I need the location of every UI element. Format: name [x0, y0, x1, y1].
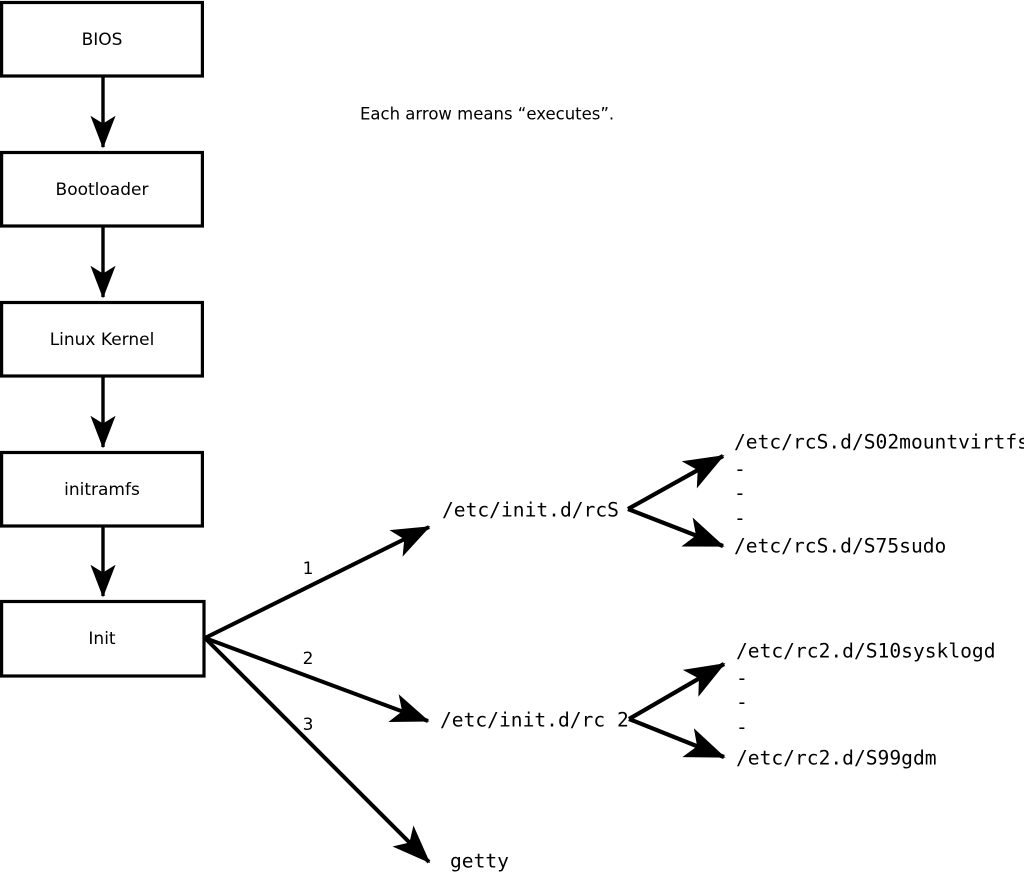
branch-target-labels: /etc/init.d/rcS /etc/init.d/rc 2 getty — [440, 499, 629, 873]
arrow-init-to-getty — [203, 636, 431, 864]
rc2-ellipsis-dash-1: - — [736, 667, 748, 690]
node-initramfs[interactable]: initramfs — [0, 450, 205, 528]
label-rcs-first-script[interactable]: /etc/rcS.d/S02mountvirtfs — [734, 431, 1024, 454]
node-kernel-label: Linux Kernel — [50, 330, 155, 350]
arrow-init-to-rcs — [204, 525, 431, 640]
node-init-rect[interactable] — [0, 599, 206, 678]
node-initramfs-label: initramfs — [64, 480, 140, 500]
arrow-init-to-rc2 — [204, 636, 430, 723]
edge-label-2: 2 — [303, 649, 314, 669]
boot-chain-group: BIOS Bootloader Linux Kernel initramfs I… — [0, 0, 206, 678]
diagram-caption: Each arrow means “executes”. — [360, 105, 614, 124]
rc2-ellipsis-dash-2: - — [736, 691, 748, 714]
label-rcs-target[interactable]: /etc/init.d/rcS — [442, 499, 619, 522]
rc2-ellipsis-dash-3: - — [736, 716, 748, 739]
node-bootloader[interactable]: Bootloader — [0, 150, 205, 228]
node-bios-rect[interactable] — [0, 0, 205, 78]
edge-label-3: 3 — [303, 715, 314, 735]
node-bootloader-rect[interactable] — [0, 150, 205, 228]
node-bios-label: BIOS — [82, 30, 123, 50]
label-rc2-first-script[interactable]: /etc/rc2.d/S10sysklogd — [736, 640, 996, 663]
rc2-scripts-fanout: /etc/rc2.d/S10sysklogd - - - /etc/rc2.d/… — [627, 640, 996, 770]
rcs-ellipsis-dash-1: - — [734, 458, 746, 481]
node-init[interactable]: Init — [0, 599, 206, 678]
arrow-rcs-to-last-script — [627, 507, 725, 548]
arrow-rcs-to-first-script — [626, 454, 725, 511]
arrow-rc2-to-first-script — [627, 662, 726, 721]
arrow-rc2-to-last-script — [628, 717, 726, 759]
node-initramfs-rect[interactable] — [0, 450, 205, 528]
label-rcs-last-script[interactable]: /etc/rcS.d/S75sudo — [734, 535, 946, 558]
rcs-ellipsis-dash-2: - — [734, 482, 746, 505]
label-rc2-last-script[interactable]: /etc/rc2.d/S99gdm — [736, 747, 937, 770]
label-rc2-target[interactable]: /etc/init.d/rc 2 — [440, 709, 629, 732]
node-bootloader-label: Bootloader — [56, 180, 149, 200]
edge-label-1: 1 — [303, 559, 314, 579]
node-bios[interactable]: BIOS — [0, 0, 205, 78]
rcs-scripts-fanout: /etc/rcS.d/S02mountvirtfs - - - /etc/rcS… — [626, 431, 1024, 558]
label-getty-target[interactable]: getty — [450, 850, 509, 873]
init-fanout-group: 1 2 3 — [203, 525, 431, 864]
node-init-label: Init — [88, 629, 116, 649]
rcs-ellipsis-dash-3: - — [734, 507, 746, 530]
node-kernel-rect[interactable] — [0, 300, 205, 378]
node-kernel[interactable]: Linux Kernel — [0, 300, 205, 378]
